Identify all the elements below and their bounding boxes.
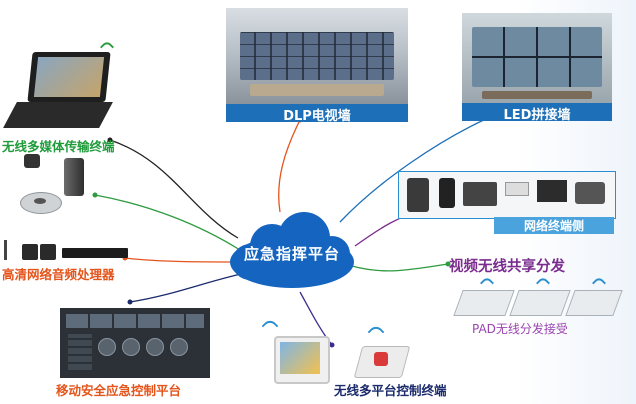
dlp-wall-banner (226, 104, 408, 122)
dlp-wall-image (226, 8, 408, 104)
line-conference (94, 194, 241, 251)
network-terminal-banner (494, 217, 614, 234)
pad-receive-label: PAD无线分发接受 (472, 322, 568, 336)
line-mobile (129, 271, 251, 303)
audio-processor-label: 高清网络音频处理器 (2, 267, 115, 282)
audio-processor-image (4, 238, 134, 262)
center-label: 应急指挥平台 (243, 245, 340, 263)
led-wall-label: LED拼接墙 (503, 108, 571, 123)
line-audio (124, 257, 241, 263)
conference-devices-image (18, 152, 88, 222)
wireless-media-label: 无线多媒体传输终端 (2, 139, 115, 154)
laptop-image (3, 39, 116, 134)
line-dlp (278, 119, 301, 213)
line-led (339, 117, 489, 223)
mobile-platform-image (60, 308, 210, 378)
video-wireless-label: 视频无线共享分发 (449, 259, 565, 275)
line-video (351, 263, 449, 272)
led-wall-image (462, 13, 612, 103)
pad-tablets-image (452, 275, 623, 318)
dlp-wall-label: DLP电视墙 (283, 109, 351, 124)
network-terminal-label: 网络终端侧 (523, 219, 584, 233)
led-wall-banner (462, 103, 612, 121)
network-terminal-image (398, 171, 616, 219)
line-wireless-media (109, 139, 239, 239)
cloud-shape (230, 212, 354, 288)
wireless-control-label: 无线多平台控制终端 (334, 383, 447, 398)
mobile-platform-label: 移动安全应急控制平台 (56, 383, 182, 398)
wireless-control-image (258, 316, 420, 386)
